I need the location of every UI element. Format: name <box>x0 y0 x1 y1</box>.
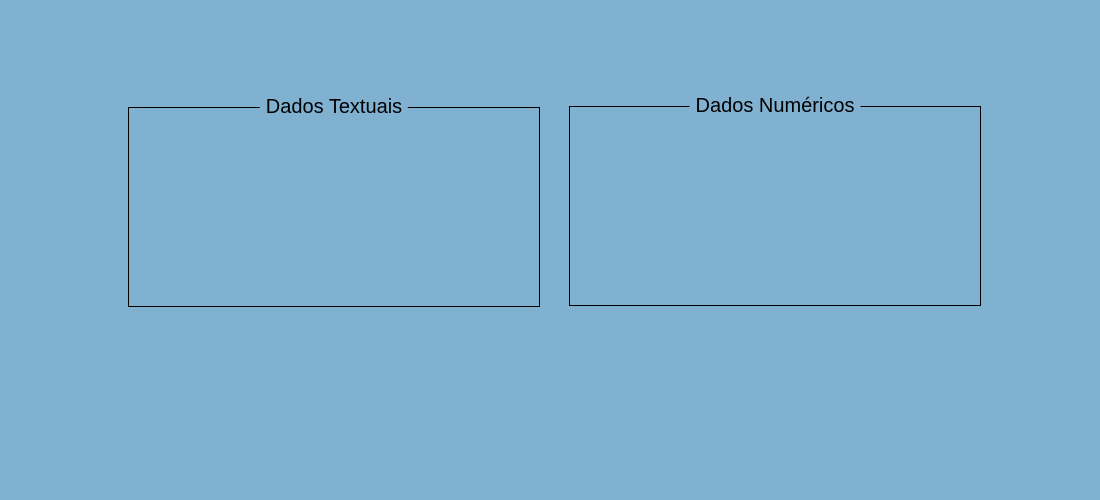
numeric-data-panel: Dados Numéricos <box>569 93 981 306</box>
numeric-data-content <box>570 121 980 305</box>
numeric-data-title: Dados Numéricos <box>689 93 861 119</box>
textual-data-panel: Dados Textuais <box>128 94 540 307</box>
textual-data-title: Dados Textuais <box>259 94 409 120</box>
textual-data-content <box>129 122 539 306</box>
